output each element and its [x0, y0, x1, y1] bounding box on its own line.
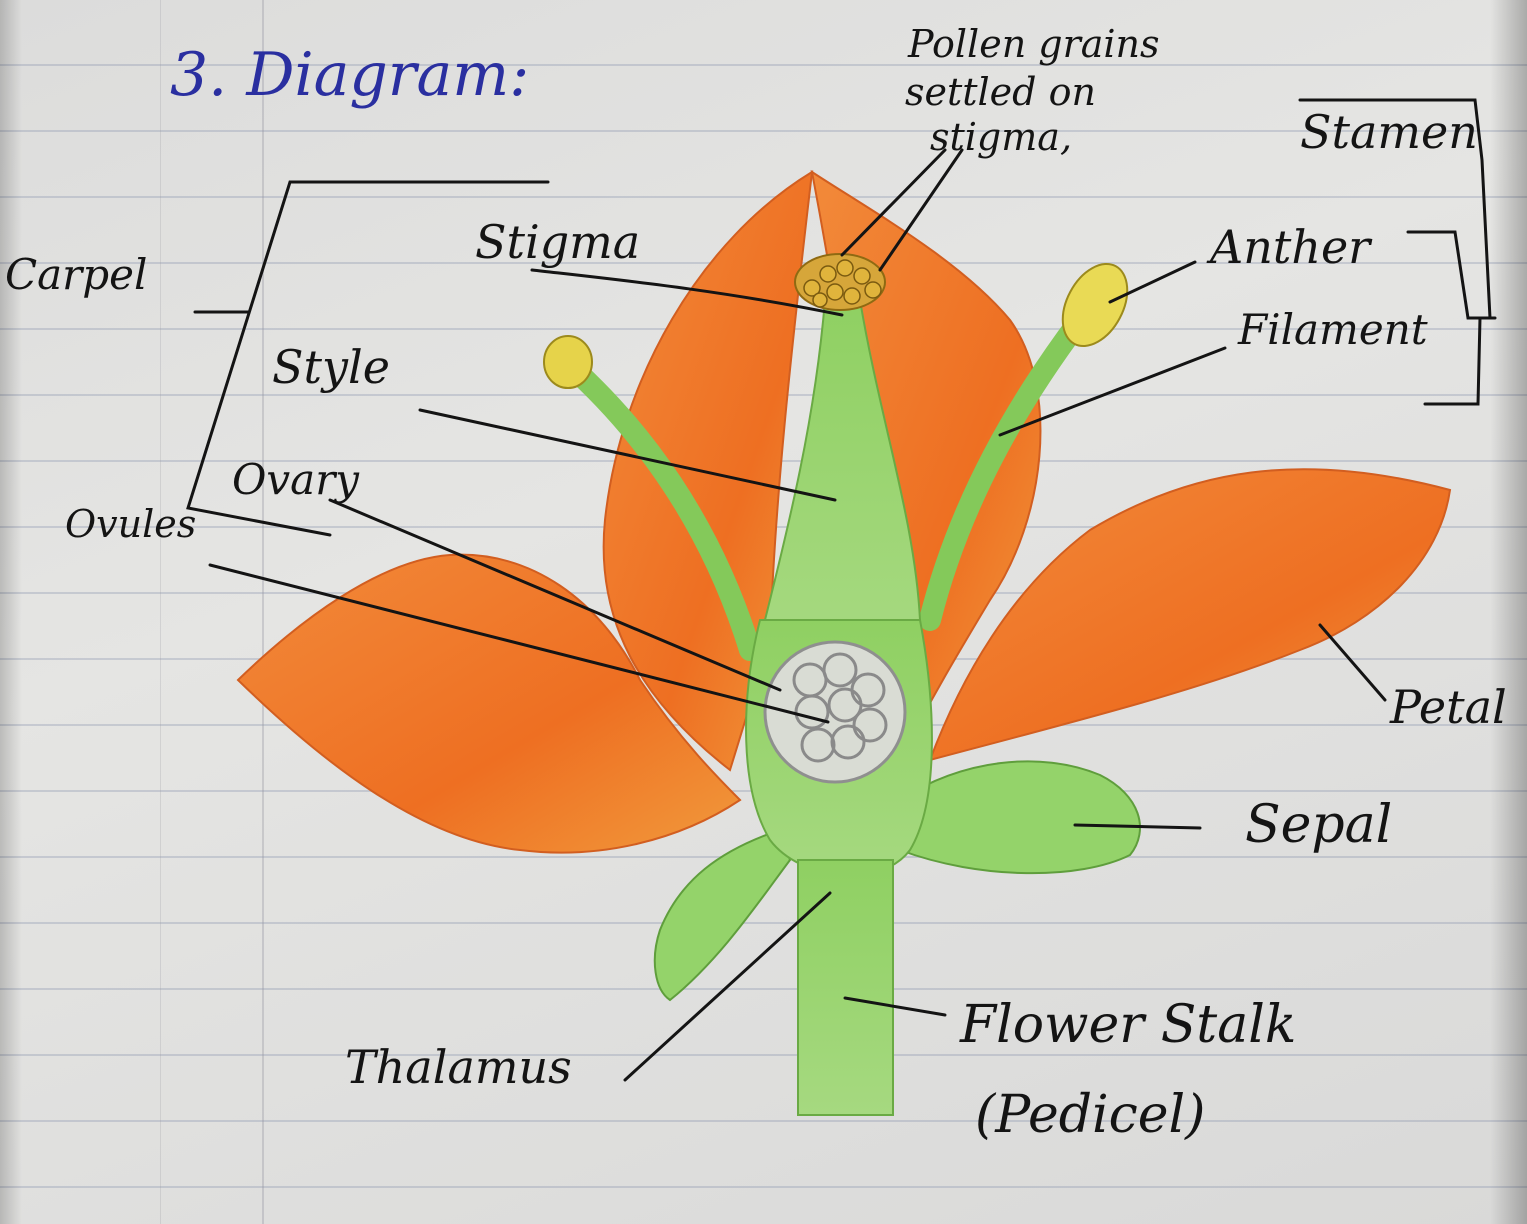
sepal-left	[655, 830, 790, 1000]
label-ovary: Ovary	[232, 455, 359, 504]
label-pollen-line1: Pollen grains	[908, 22, 1160, 66]
flower-stalk	[798, 860, 893, 1115]
label-thalamus: Thalamus	[345, 1040, 572, 1094]
diagram-heading: 3. Diagram:	[170, 40, 529, 110]
anther-left	[544, 336, 592, 388]
label-stamen: Stamen	[1300, 105, 1478, 159]
label-style: Style	[272, 340, 390, 394]
sepal-right	[900, 761, 1140, 873]
label-carpel: Carpel	[5, 250, 147, 299]
label-sepal: Sepal	[1245, 795, 1392, 855]
label-anther: Anther	[1210, 220, 1370, 274]
label-pollen-line2: settled on	[905, 70, 1096, 114]
label-pedicel: (Pedicel)	[975, 1085, 1205, 1145]
label-stigma: Stigma	[475, 215, 640, 269]
label-ovules: Ovules	[65, 502, 196, 546]
label-flower-stalk: Flower Stalk	[960, 995, 1296, 1055]
label-petal: Petal	[1390, 680, 1507, 734]
label-filament: Filament	[1238, 305, 1428, 354]
label-pollen-line3: stigma,	[930, 115, 1072, 159]
